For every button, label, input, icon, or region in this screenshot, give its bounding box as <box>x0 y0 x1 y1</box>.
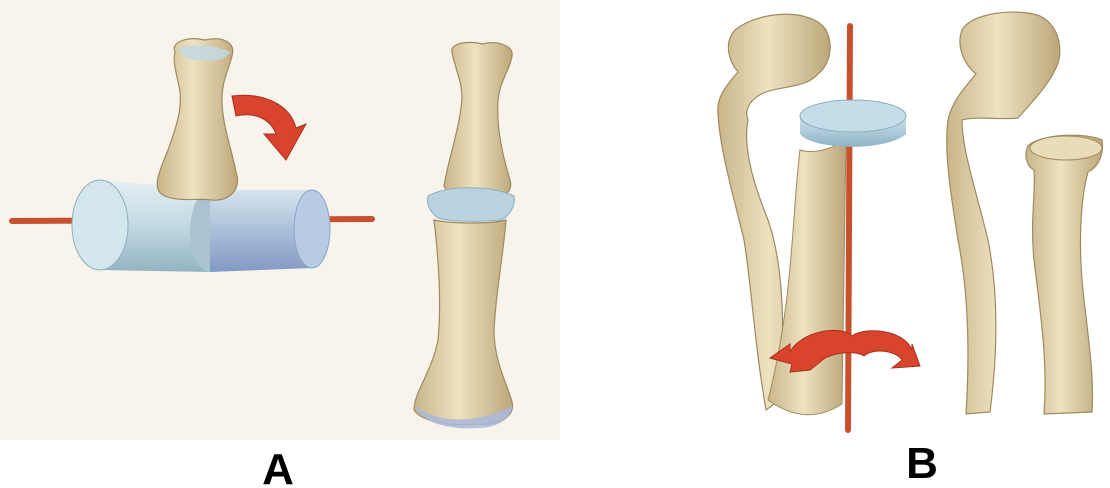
joint-cartilage <box>427 188 514 222</box>
pivot-joint-model <box>718 14 920 430</box>
panel-label-a: A <box>262 445 294 488</box>
radius-ulna-pair <box>947 12 1103 414</box>
pivot-disc <box>800 100 906 147</box>
panel-label-b: B <box>906 439 938 488</box>
pivot-axis-rod <box>848 26 850 430</box>
hinge-cylinder-right <box>210 190 330 272</box>
radius-bone <box>1026 135 1102 414</box>
